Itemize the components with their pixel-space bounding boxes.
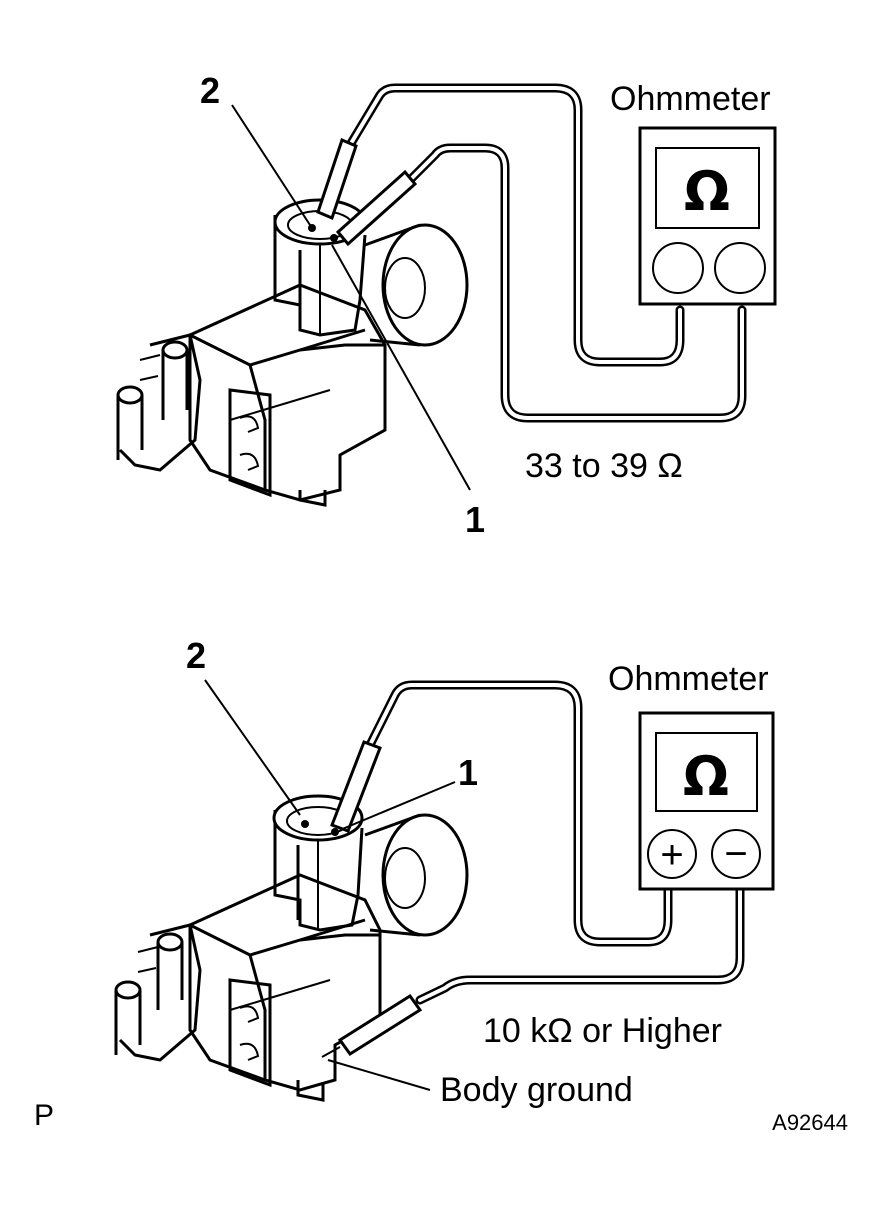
corner-letter: P: [34, 1099, 54, 1132]
callout-line-2-bottom: [204, 679, 301, 816]
top-figure: 2 1 Ω Ohmmeter 33 to 39 Ω: [116, 70, 777, 540]
meter-title-bottom: Ohmmeter: [608, 660, 769, 698]
ohm-symbol-bottom: Ω: [683, 745, 729, 808]
callout-line-1-bottom: [339, 781, 456, 831]
meter-terminal-left-top: [652, 242, 704, 294]
vsv-solenoid-valve-icon: [116, 198, 469, 507]
bottom-figure: 2 1 Ω + − Ohmmeter 10 kΩ or Higher Body …: [114, 635, 775, 1109]
ohmmeter-icon: Ω: [638, 126, 777, 306]
ohmmeter-icon: Ω + −: [638, 711, 775, 891]
meter-terminal-positive-sign: +: [660, 833, 683, 877]
meter-terminal-negative-sign: −: [724, 832, 747, 876]
resistance-spec-bottom: 10 kΩ or Higher: [483, 1012, 722, 1050]
meter-terminal-positive: [647, 829, 697, 879]
ohm-symbol-top: Ω: [684, 160, 730, 223]
vsv-solenoid-valve-icon: [114, 794, 469, 1102]
figure-code: A92644: [772, 1110, 848, 1135]
meter-terminal-right-top: [714, 242, 766, 294]
terminal-label-1-bottom: 1: [458, 752, 478, 793]
test-lead-1: [316, 83, 685, 367]
terminal-label-2-top: 2: [200, 70, 220, 111]
test-lead-positive: [330, 680, 673, 947]
terminal-label-2-bottom: 2: [186, 635, 206, 676]
terminal-label-1-top: 1: [465, 499, 485, 540]
resistance-spec-top: 33 to 39 Ω: [525, 447, 683, 485]
meter-title-top: Ohmmeter: [610, 80, 771, 118]
test-lead-2: [335, 143, 747, 423]
body-ground-label: Body ground: [440, 1071, 633, 1109]
callout-line-ground: [327, 1059, 431, 1091]
test-lead-ground: [321, 885, 745, 1058]
callout-line-1-top: [331, 244, 471, 491]
callout-line-2-top: [231, 104, 311, 226]
meter-terminal-negative: [711, 829, 761, 879]
